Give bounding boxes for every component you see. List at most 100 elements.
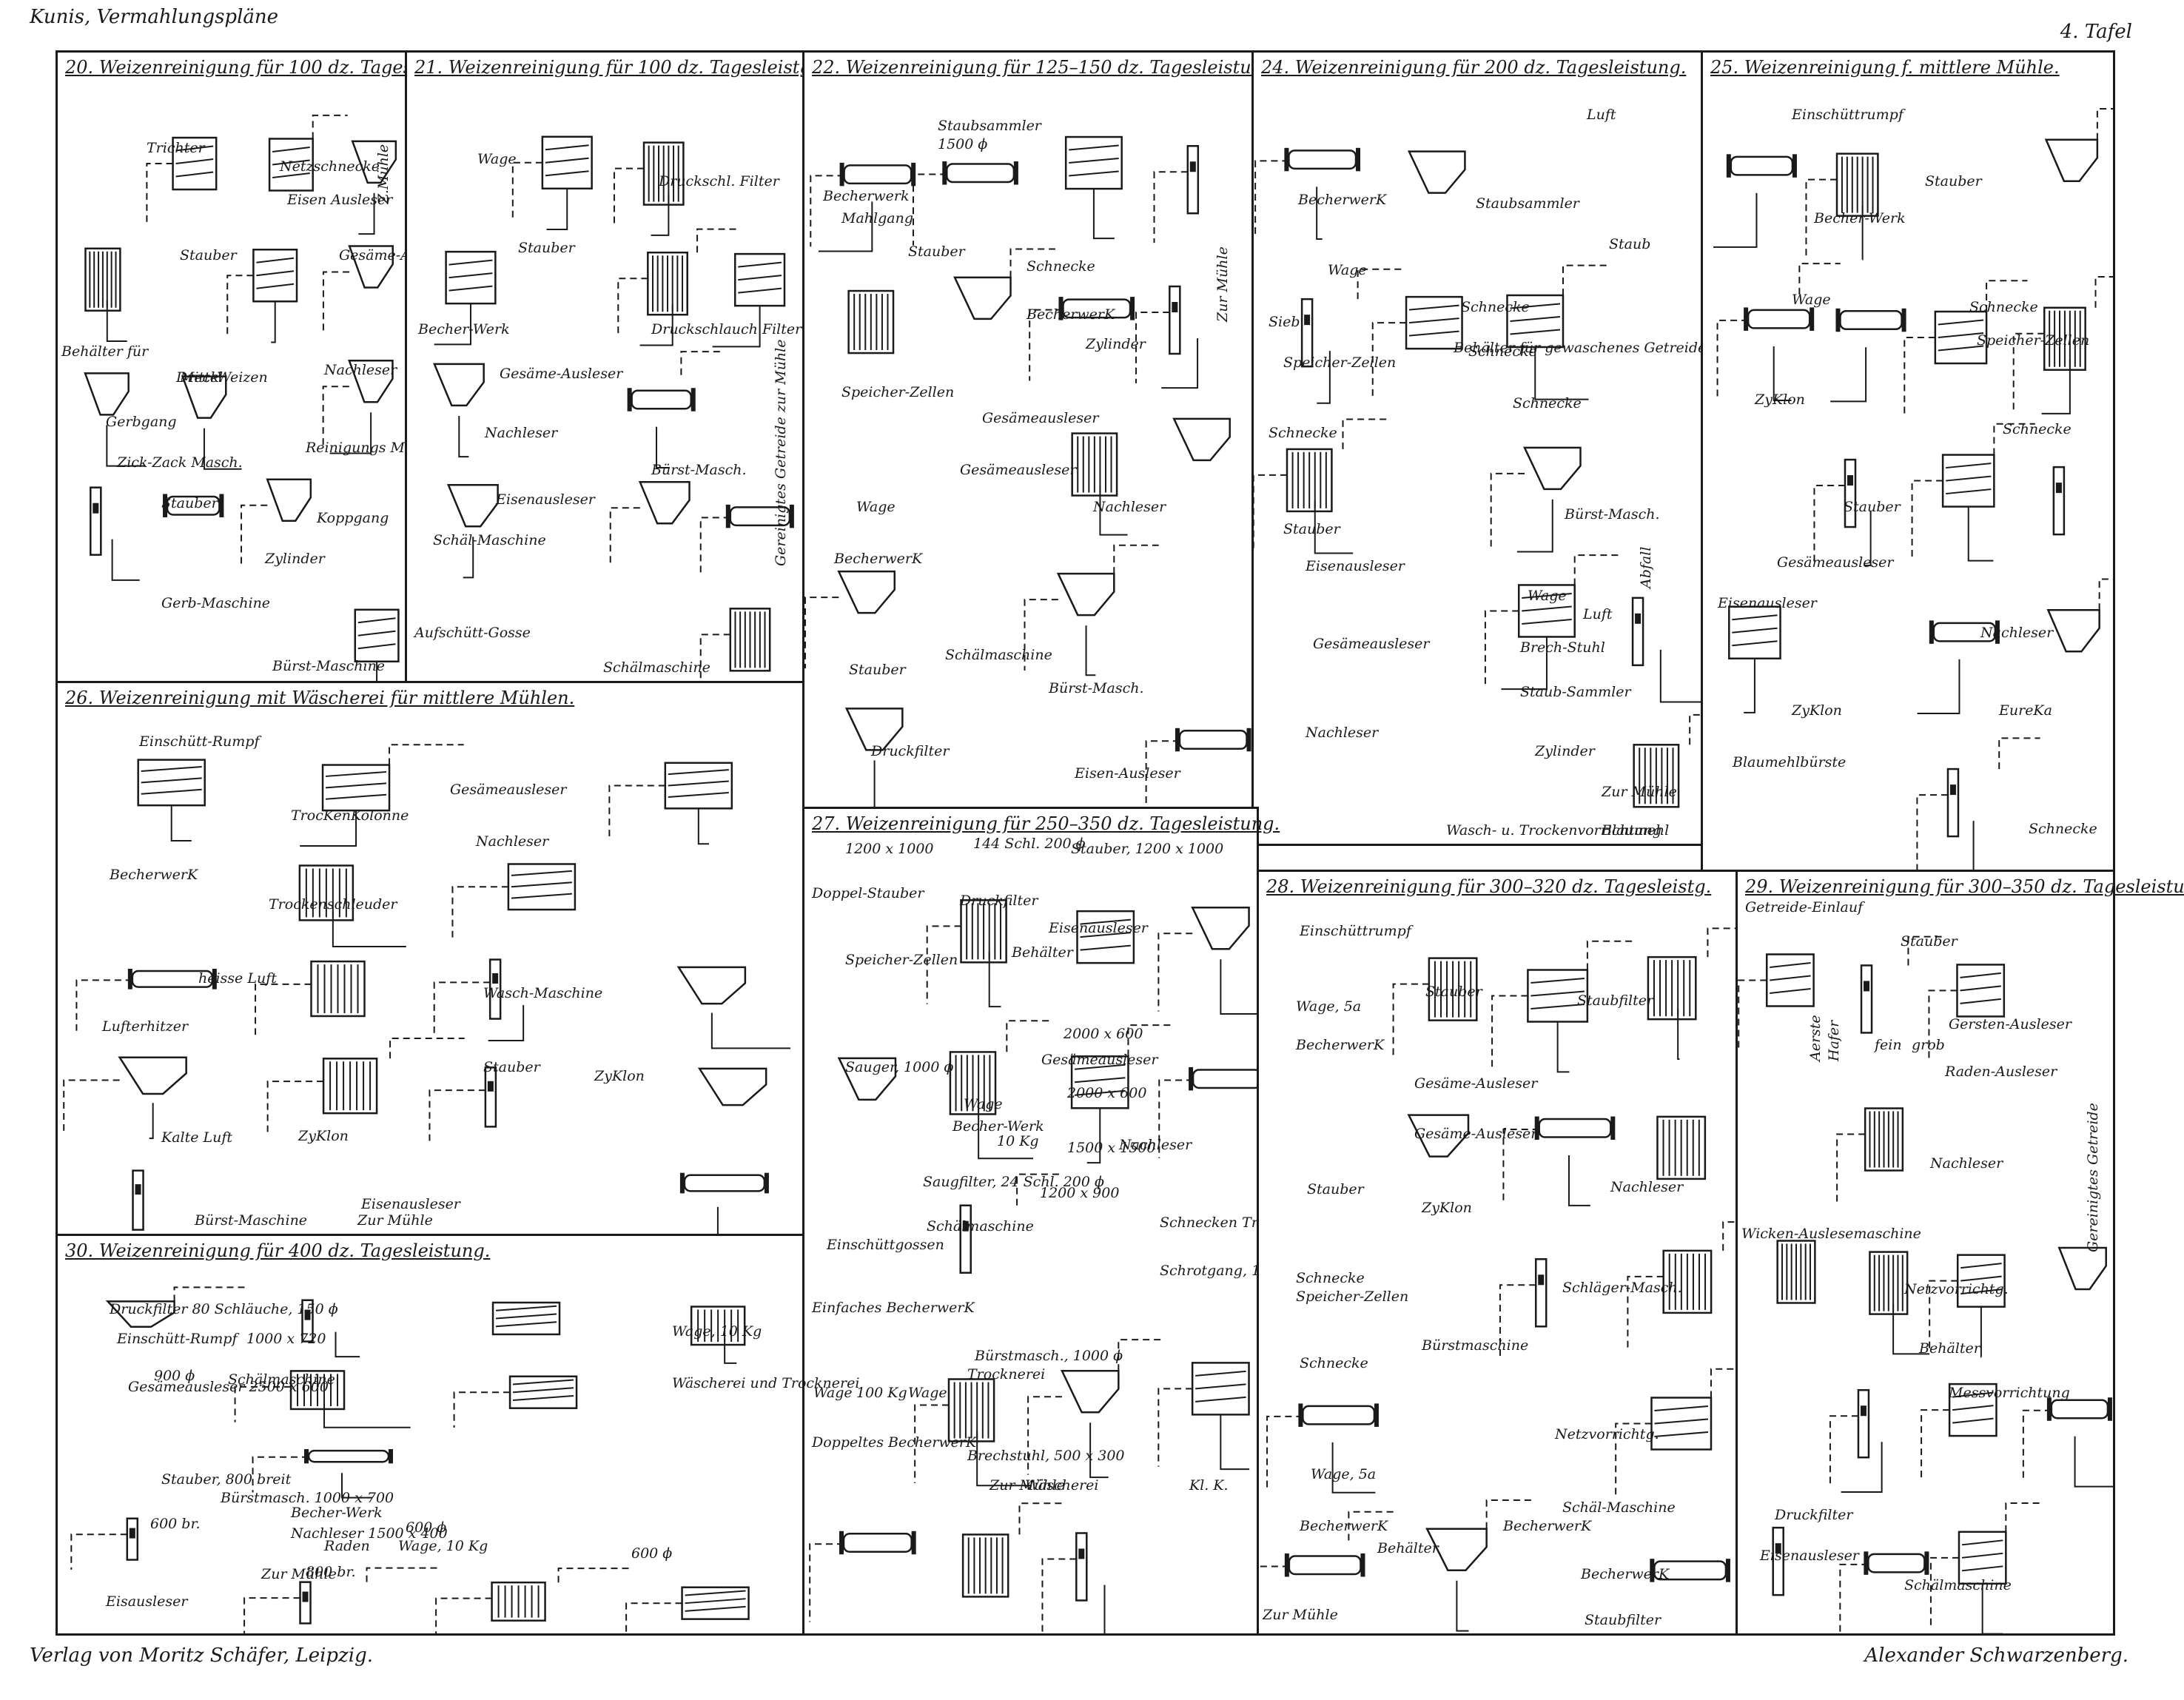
equipment-label: Staubsammler [1476,195,1579,212]
panel-title: 30. Weizenreinigung für 400 dz. Tageslei… [65,1240,491,1261]
schematic-path [1501,636,1548,691]
schematic-line [685,1590,746,1596]
equipment-label: Weizen [217,369,268,386]
schematic-rect [962,1220,969,1232]
footer-right: Alexander Schwarzenberg. [1864,1644,2128,1667]
panel-title: 20. Weizenreinigung für 100 dz. Tageslei… [65,57,468,78]
equipment-label: Speicher-Zellen [1283,355,1397,371]
equipment-label: Zur Mühle [261,1566,337,1582]
equipment-label: BecherwerK [110,867,198,883]
schematic-rect [647,251,688,316]
equipment-label: 800 br. [306,1564,356,1580]
equipment-label: Blaumehlbürste [1733,754,1847,770]
schematic-path [1677,1009,1680,1060]
schematic-line [1961,1565,2003,1572]
equipment-label: Luft [1587,107,1616,123]
schematic-path [1266,1415,1303,1488]
panel-title: 22. Weizenreinigung für 125–150 dz. Tage… [812,57,1280,78]
schematic-path [1145,740,1180,807]
schematic-path [1314,500,1354,554]
schematic-path [70,1533,127,1570]
schematic-rect [1172,302,1178,313]
equipment-label: Schnecke [2029,821,2097,837]
schematic-line [512,1379,574,1385]
schematic-rect [847,289,895,355]
equipment-label: Dreck [176,369,219,386]
schematic-path [978,1103,1034,1160]
schematic-rect [1288,1555,1362,1576]
schematic-line [685,1605,746,1612]
schematic-rect [1538,1274,1545,1286]
schematic-path [1929,1280,1958,1353]
schematic-path [710,1012,791,1049]
schematic-line [1074,1064,1126,1070]
schematic-line [1654,1431,1709,1437]
schematic-rect [1744,307,1749,331]
equipment-label: Nachleser [1610,1179,1684,1195]
equipment-label: Eisausleser [106,1593,188,1610]
schematic-rect [1071,432,1118,497]
schematic-path [716,1206,719,1234]
equipment-label: ZyKlon [1422,1200,1472,1216]
schematic-path [322,271,350,331]
panel-28: 28. Weizenreinigung für 300–320 dz. Tage… [1257,870,1738,1636]
equipment-label: Druckfilter 80 Schläuche, 150 ϕ [110,1301,338,1317]
equipment-label: Einschütt-Rumpf [117,1331,238,1347]
equipment-label: Speicher-Zellen [845,952,958,968]
schematic-path [1916,794,1948,870]
schematic-path [335,1331,360,1358]
equipment-label: Gersten-Ausleser [1949,1016,2072,1032]
schematic-path [1967,506,1994,562]
schematic-path [1135,312,1170,383]
schematic-path [149,1103,154,1140]
equipment-label: Nachleser 1500 x 400 [291,1525,448,1542]
schematic-rect [1662,1249,1713,1314]
equipment-label: Aerste [1807,1015,1824,1061]
equipment-label: Zylinder [1086,336,1146,352]
equipment-label: Wasch-Maschine [483,985,603,1001]
schematic-rect [1284,1553,1289,1577]
schematic-path [323,1402,411,1428]
equipment-label: Druckfilter [1775,1507,1853,1523]
schematic-path [1659,649,1701,703]
schematic-rect [491,1301,561,1336]
equipment-label: Wage [813,1385,853,1401]
equipment-label: Einschütt-Rumpf [139,733,260,750]
schematic-rect [301,1299,314,1343]
schematic-path [914,1404,949,1483]
schematic-rect [219,494,224,517]
schematic-path [1738,979,1767,1052]
schematic-rect [304,1309,311,1320]
schematic-rect [1286,448,1333,513]
equipment-label: Z.Mühle [375,144,392,204]
panel-30: 30. Weizenreinigung für 400 dz. Tageslei… [56,1234,859,1636]
schematic-path [1892,1303,1930,1355]
schematic-rect [911,1531,916,1555]
schematic-line [357,643,396,650]
schematic-line [668,791,729,798]
schematic-path [656,426,670,468]
equipment-label: Gereinigtes Getreide zur Mühle [773,339,789,567]
schematic-path [1707,927,1736,958]
schematic-path [1348,1511,1397,1541]
equipment-label: 144 Schl. 200 ϕ [973,836,1086,852]
schematic-rect [1995,620,2000,644]
schematic-rect [491,1581,546,1622]
schematic-rect [127,968,132,990]
equipment-label: Behälter [1377,1540,1439,1556]
schematic-path [2057,1246,2107,1291]
schematic-line [175,145,214,152]
equipment-label: 1500 ϕ [938,136,988,152]
schematic-rect [1864,1551,1869,1575]
equipment-label: Zylinder [265,551,325,567]
schematic-rect [84,247,121,312]
schematic-path [329,412,372,454]
schematic-path [1254,160,1289,236]
equipment-label: Trockenschleuder [269,896,397,913]
schematic-path [84,372,130,416]
panel-schematic [70,1286,750,1633]
schematic-path [435,1597,492,1633]
equipment-label: Kl. K. [1189,1477,1229,1494]
schematic-path [1864,511,1872,567]
equipment-label: EureKa [1999,702,2052,719]
